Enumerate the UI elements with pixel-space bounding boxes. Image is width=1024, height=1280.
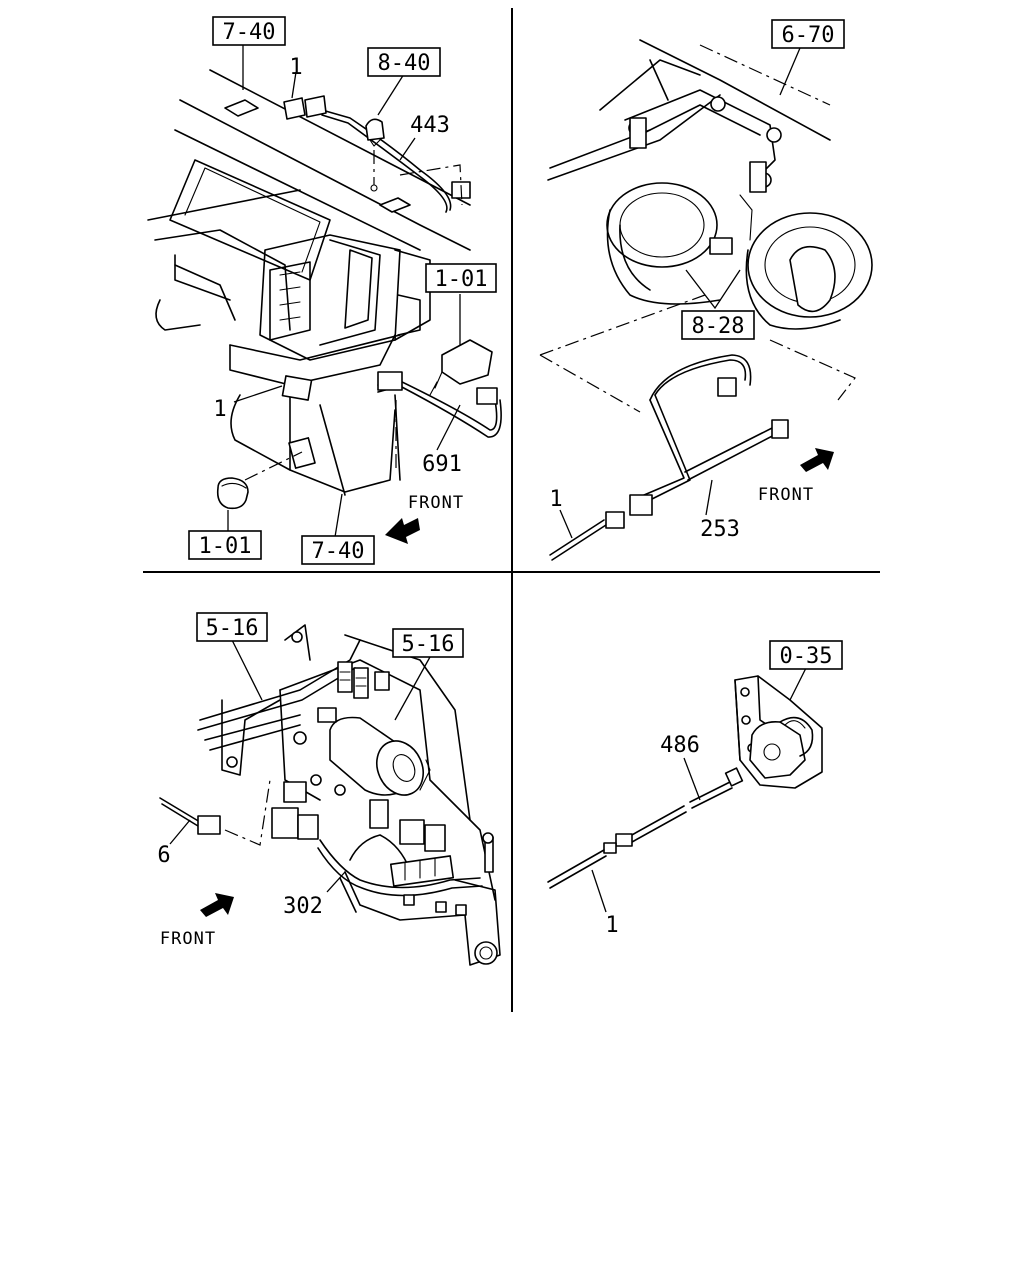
front-label: FRONT <box>160 929 216 949</box>
part-number-691: 691 <box>422 452 462 477</box>
ref-box <box>188 530 262 560</box>
part-number-6: 6 <box>157 843 170 868</box>
ref-label-7-40-bottom: 7-40 <box>312 539 365 564</box>
front-label: FRONT <box>408 493 464 513</box>
ref-box <box>301 535 375 565</box>
ref-label-1-01-upper: 1-01 <box>435 267 488 292</box>
part-number-486: 486 <box>660 733 700 758</box>
ref-box <box>196 612 268 642</box>
part-number-1: 1 <box>549 487 562 512</box>
part-number-1-top: 1 <box>289 55 302 80</box>
ref-box <box>367 47 441 77</box>
ref-box <box>392 628 464 658</box>
ref-label-5-16-left: 5-16 <box>206 616 259 641</box>
part-number-1: 1 <box>605 913 618 938</box>
panel-top-right-horns: 6-70 8-28 1 253 FRONT <box>539 19 873 561</box>
ref-label-8-28: 8-28 <box>692 314 745 339</box>
ref-box <box>771 19 845 49</box>
part-number-253: 253 <box>700 517 740 542</box>
front-arrow-icon <box>385 518 420 544</box>
ref-label-6-70: 6-70 <box>782 23 835 48</box>
ref-label-5-16-right: 5-16 <box>402 632 455 657</box>
panel-dividers <box>143 8 880 1012</box>
ref-label-8-40: 8-40 <box>378 51 431 76</box>
part-number-1-mid: 1 <box>213 397 226 422</box>
ref-label-1-01-lower: 1-01 <box>199 534 252 559</box>
ref-box <box>425 263 497 293</box>
ref-box <box>212 16 286 46</box>
ref-box <box>681 310 755 340</box>
part-number-302: 302 <box>283 894 323 919</box>
part-number-443: 443 <box>410 113 450 138</box>
ref-label-7-40-top: 7-40 <box>223 20 276 45</box>
ref-box <box>769 640 843 670</box>
panel-top-left-dashboard: 7-40 8-40 1-01 1-01 7-40 1 443 1 691 FRO… <box>147 16 502 565</box>
front-arrow-icon <box>800 448 834 472</box>
ref-label-0-35: 0-35 <box>780 644 833 669</box>
panel-bottom-right-sensor: 0-35 486 1 <box>547 640 843 938</box>
panel-bottom-left-modulator: 5-16 5-16 6 302 FRONT <box>157 612 501 966</box>
front-arrow-icon <box>200 893 234 917</box>
front-label: FRONT <box>758 485 814 505</box>
